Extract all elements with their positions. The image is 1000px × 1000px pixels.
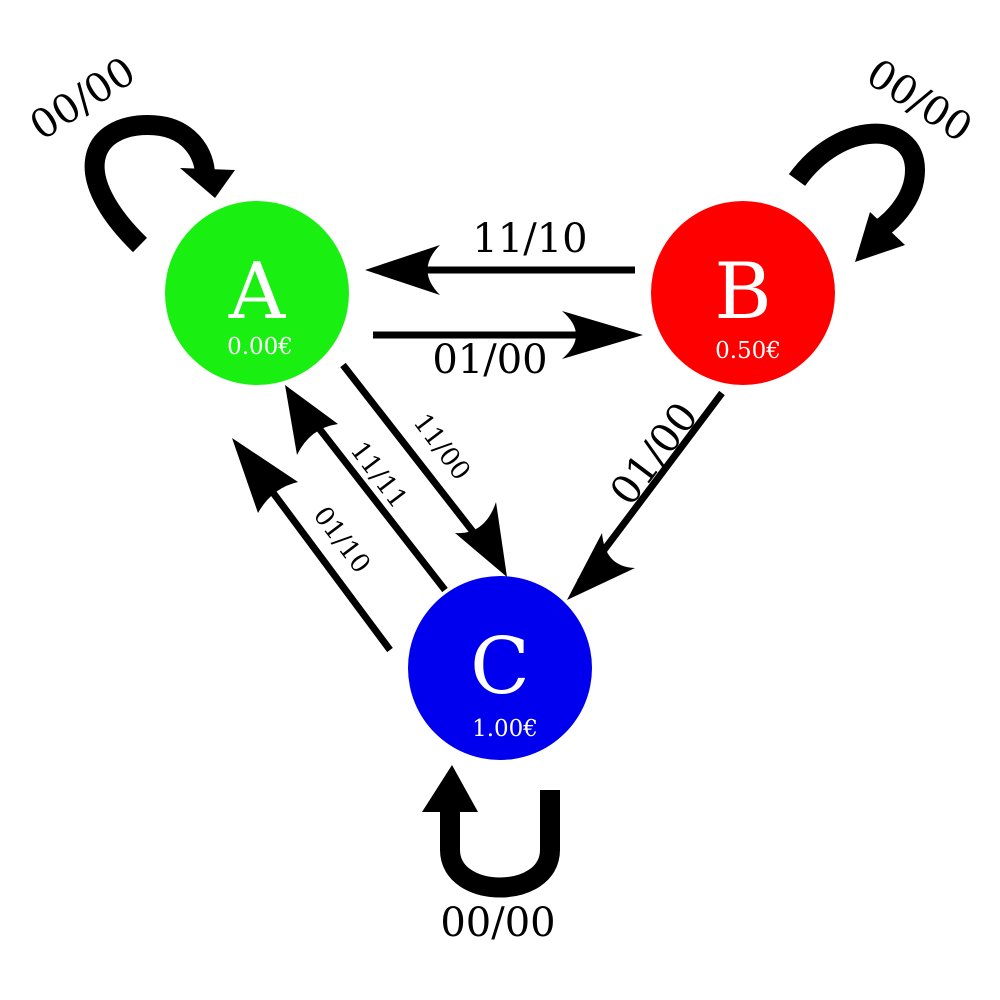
label-a-to-b: 01/00 <box>432 337 547 383</box>
node-c-letter: C <box>470 622 530 712</box>
node-c: C 1.00€ <box>408 576 592 760</box>
loop-b <box>788 123 926 262</box>
loop-a <box>84 114 235 253</box>
label-a-to-c: 11/00 <box>407 408 476 486</box>
edge-b-to-a-arrowhead <box>365 245 440 295</box>
node-a-circle <box>165 201 349 385</box>
edge-b-to-c-arrowhead <box>567 533 635 600</box>
node-b: B 0.50€ <box>651 201 835 385</box>
node-b-circle <box>651 201 835 385</box>
node-a-value: 0.00€ <box>227 334 293 360</box>
node-c-value: 1.00€ <box>472 716 538 742</box>
node-a: A 0.00€ <box>165 201 349 385</box>
edge-a-to-c-arrowhead <box>455 502 507 577</box>
edge-a-to-b-arrowhead <box>562 311 643 359</box>
edge-b-to-c <box>567 390 725 600</box>
edge-a-to-b <box>373 311 643 359</box>
edge-c-to-a-outer <box>232 438 393 653</box>
loop-c <box>422 765 560 898</box>
loop-b-arrowhead <box>855 212 905 262</box>
loop-c-arrowhead <box>422 765 478 812</box>
node-c-circle <box>408 576 592 760</box>
node-b-value: 0.50€ <box>715 338 781 364</box>
node-a-letter: A <box>228 247 287 337</box>
edge-c-to-a-inner <box>285 385 448 593</box>
edge-c-to-a-outer-arrowhead <box>232 438 298 513</box>
node-b-letter: B <box>714 247 771 337</box>
label-loop-c: 00/00 <box>440 900 555 946</box>
edge-c-to-a-inner-arrowhead <box>285 385 338 455</box>
label-c-to-a-outer: 01/10 <box>307 501 376 579</box>
edge-a-to-c <box>340 362 507 577</box>
loop-a-arrowhead <box>180 168 235 198</box>
label-b-to-c: 01/00 <box>602 394 708 514</box>
edge-b-to-a <box>365 245 635 295</box>
label-b-to-a: 11/10 <box>472 216 587 262</box>
